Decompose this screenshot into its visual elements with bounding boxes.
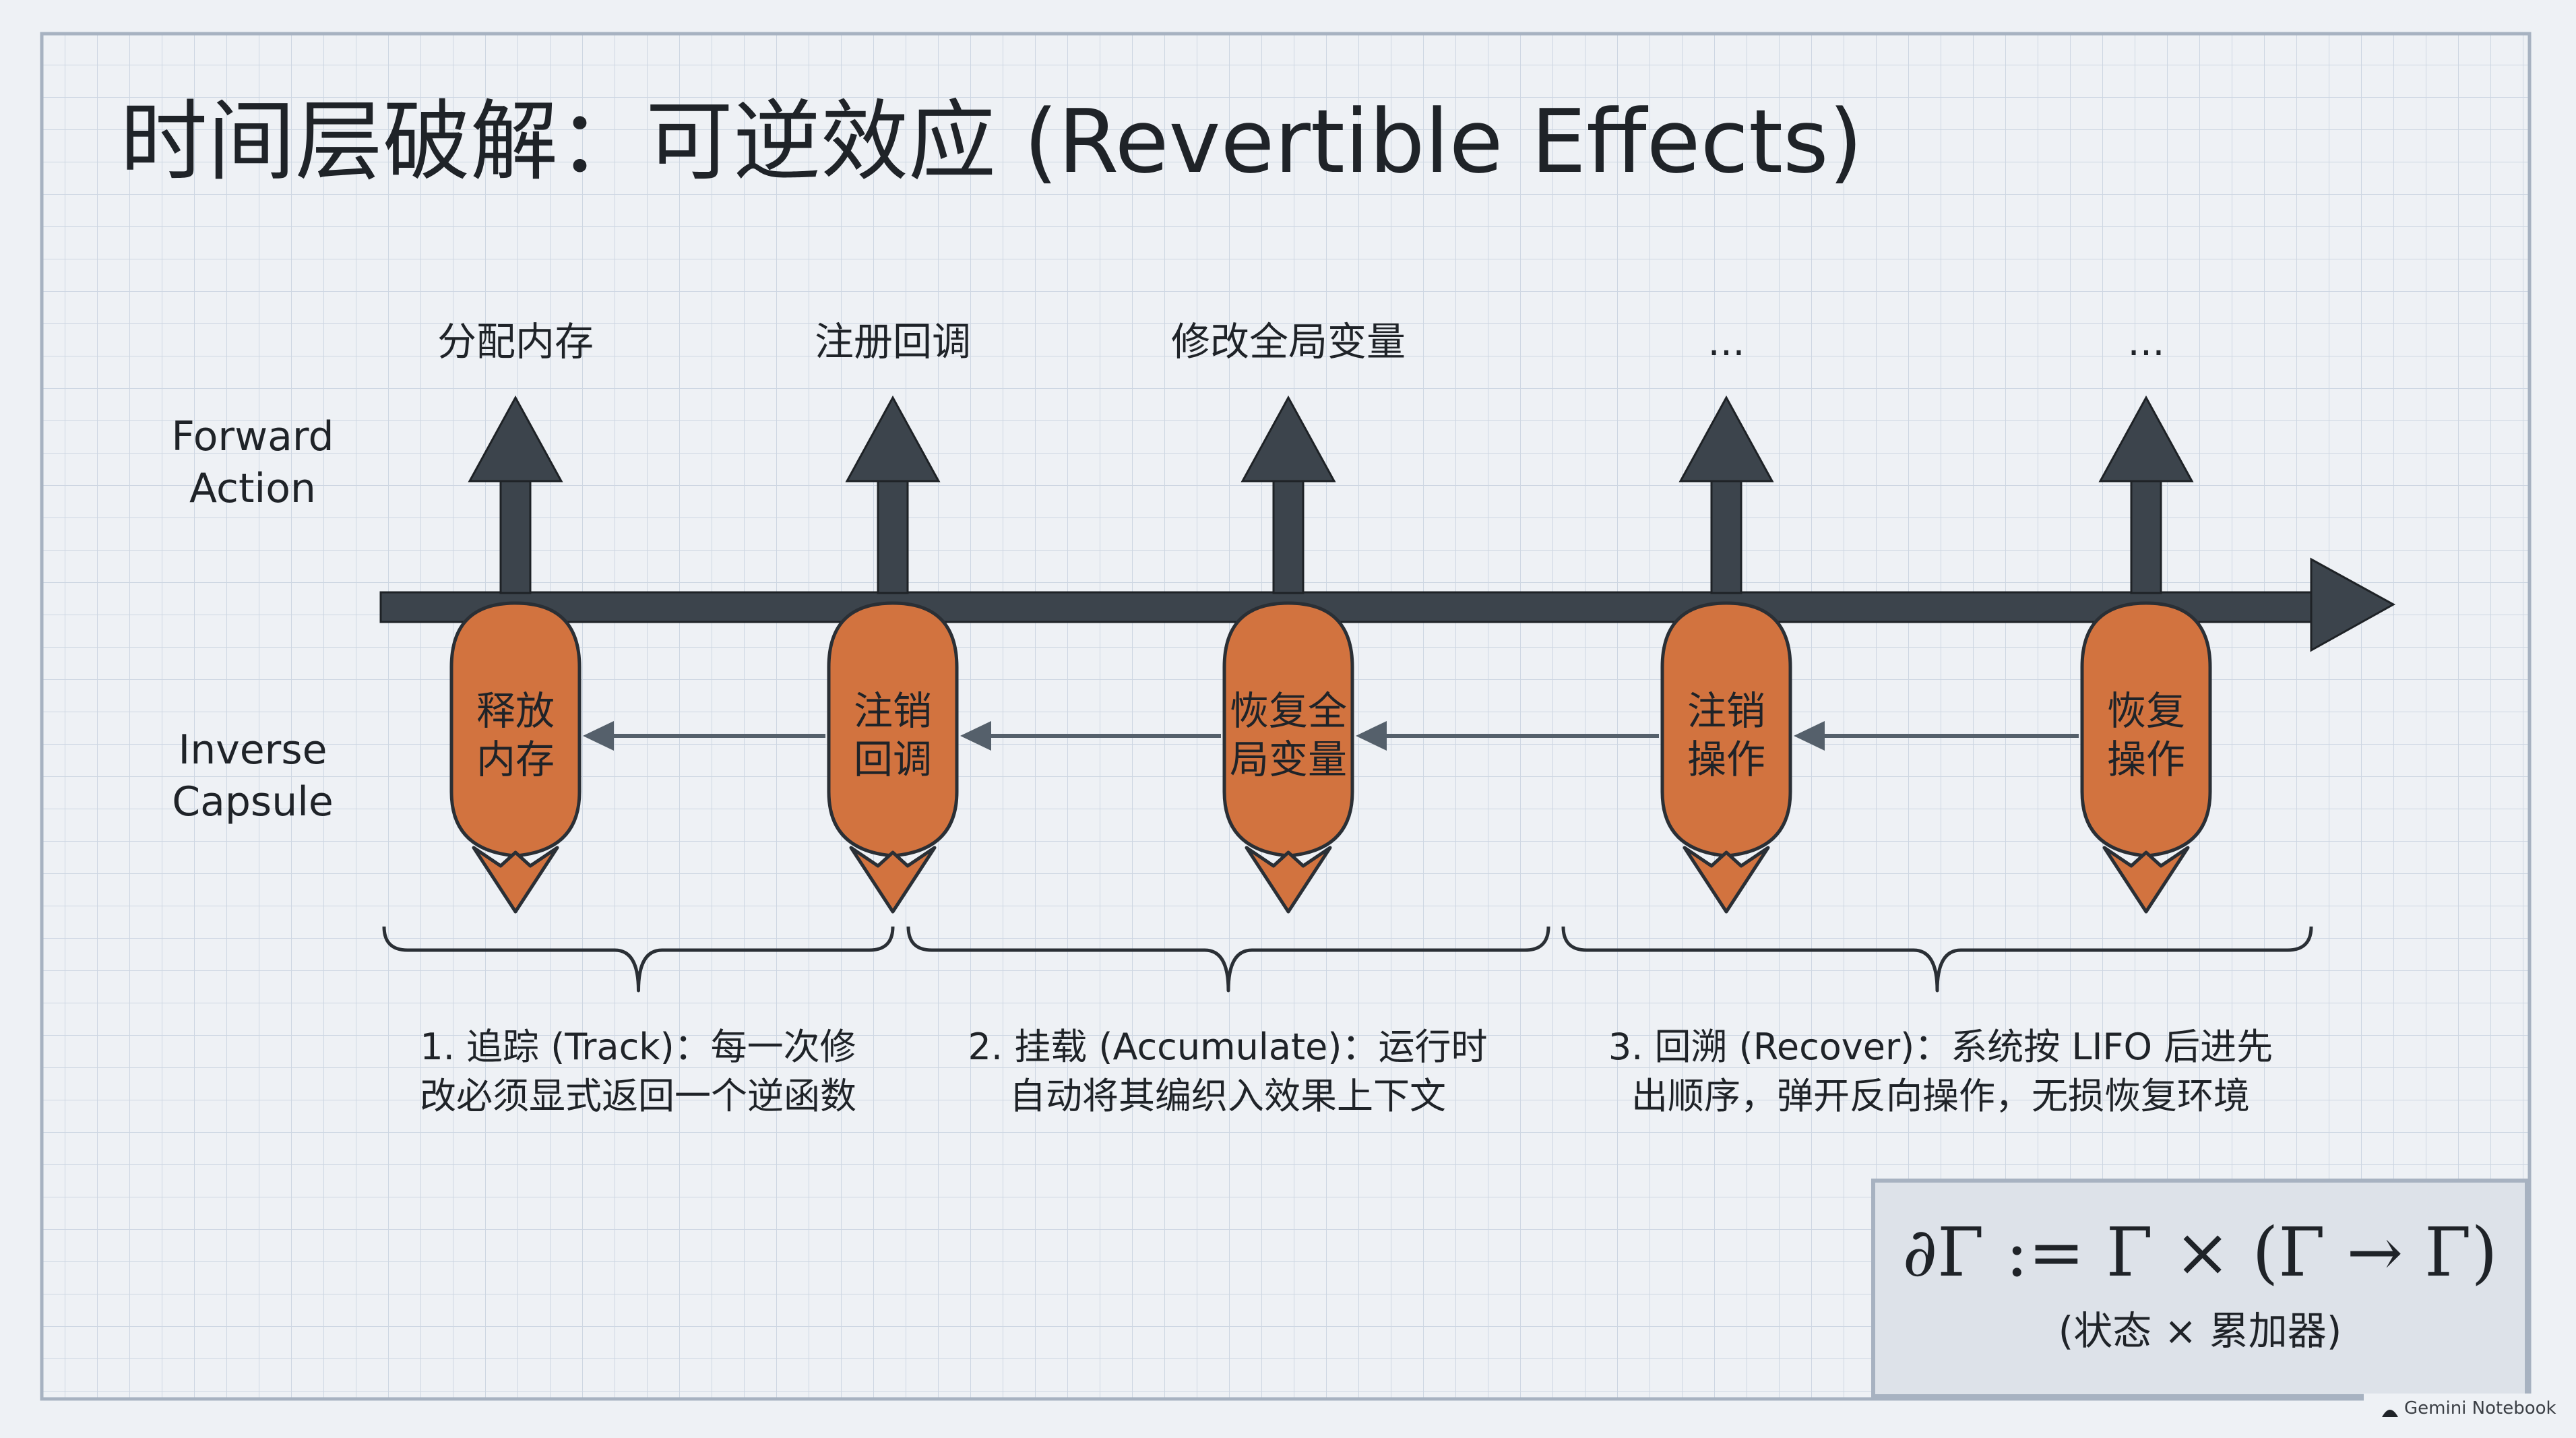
inverse-capsule-3 <box>1222 601 1354 858</box>
step3-line2: 出顺序，弹开反向操作，无损恢复环境 <box>1631 1075 2250 1117</box>
inverse-label-4-line2: 操作 <box>1687 737 1765 782</box>
forward-action-label-line2: Action <box>189 465 316 512</box>
backward-arrow-1 <box>583 721 825 751</box>
forward-arrow-shaft-1 <box>499 476 532 594</box>
inverse-label-5-line1: 恢复 <box>2107 688 2185 734</box>
timeline-arrow <box>379 557 2396 652</box>
formula-caption: (状态 × 累加器) <box>2059 1308 2342 1354</box>
watermark-text: Gemini Notebook <box>2404 1398 2556 1418</box>
step2-line2: 自动将其编织入效果上下文 <box>1009 1075 1446 1117</box>
formula-box: ∂Γ := Γ × (Γ → Γ) (状态 × 累加器) <box>1871 1179 2529 1398</box>
step2-line1: 2. 挂载 (Accumulate)：运行时 <box>968 1026 1488 1068</box>
forward-arrow-head-2 <box>845 395 941 482</box>
inverse-capsule-2 <box>827 601 959 858</box>
forward-label-3: 修改全局变量 <box>1171 319 1406 365</box>
formula-expression: ∂Γ := Γ × (Γ → Γ) <box>1902 1213 2497 1292</box>
inverse-arrow-head-5 <box>2102 846 2190 914</box>
inverse-label-5-line2: 操作 <box>2107 737 2185 782</box>
forward-arrow-shaft-3 <box>1272 476 1305 594</box>
inverse-arrow-head-1 <box>472 846 559 914</box>
step1-line2: 改必须显式返回一个逆函数 <box>420 1075 856 1117</box>
inverse-label-2-line1: 注销 <box>854 688 932 734</box>
backward-arrow-head-3 <box>1356 721 1387 751</box>
step3-line1: 3. 回溯 (Recover)：系统按 LIFO 后进先 <box>1608 1026 2273 1068</box>
braces-layer <box>382 926 2313 993</box>
forward-action-label-line1: Forward <box>171 413 334 460</box>
forward-label-2: 注册回调 <box>815 319 971 365</box>
inverse-label-1-line1: 释放 <box>476 688 555 734</box>
inverse-arrow-head-4 <box>1683 846 1770 914</box>
forward-arrow-shaft-5 <box>2130 476 2162 594</box>
forward-arrow-shaft-4 <box>1710 476 1742 594</box>
backward-arrow-head-4 <box>1794 721 1825 751</box>
inverse-label-3-line1: 恢复全 <box>1230 688 1347 734</box>
watermark: Gemini Notebook <box>2364 1394 2576 1438</box>
page-title: 时间层破解：可逆效应 (Revertible Effects) <box>120 90 1862 193</box>
inverse-arrow-head-3 <box>1245 846 1332 914</box>
inverse-capsule-5 <box>2080 601 2212 858</box>
inverse-capsule-1 <box>449 601 582 858</box>
stages-layer: 分配内存释放内存注册回调注销回调修改全局变量恢复全局变量...注销操作...恢复… <box>437 319 2212 914</box>
inverse-capsule-label-line1: Inverse <box>179 726 327 774</box>
forward-label-4: ... <box>1707 319 1745 365</box>
forward-arrow-head-3 <box>1240 395 1336 482</box>
backward-arrow-4 <box>1794 721 2079 751</box>
inverse-label-3-line2: 局变量 <box>1230 737 1347 782</box>
backward-arrow-head-1 <box>583 721 614 751</box>
backward-arrow-2 <box>960 721 1221 751</box>
inverse-capsule-label-line2: Capsule <box>172 778 334 825</box>
backward-arrow-3 <box>1356 721 1659 751</box>
inverse-label-4-line1: 注销 <box>1687 688 1765 734</box>
step-brace-2 <box>906 926 1550 993</box>
forward-label-1: 分配内存 <box>437 319 594 365</box>
inverse-label-1-line2: 内存 <box>476 737 555 782</box>
inverse-arrow-head-2 <box>849 846 937 914</box>
forward-arrow-head-4 <box>1678 395 1774 482</box>
forward-arrow-shaft-2 <box>877 476 909 594</box>
gemini-logo-icon <box>2382 1410 2398 1417</box>
forward-arrow-head-5 <box>2098 395 2194 482</box>
forward-arrow-head-1 <box>468 395 563 482</box>
step-brace-3 <box>1561 926 2313 993</box>
inverse-label-2-line2: 回调 <box>854 737 932 782</box>
step1-line1: 1. 追踪 (Track)：每一次修 <box>420 1026 856 1068</box>
step-brace-1 <box>382 926 895 993</box>
forward-label-5: ... <box>2127 319 2164 365</box>
inverse-capsule-4 <box>1660 601 1792 858</box>
backward-arrow-head-2 <box>960 721 991 751</box>
